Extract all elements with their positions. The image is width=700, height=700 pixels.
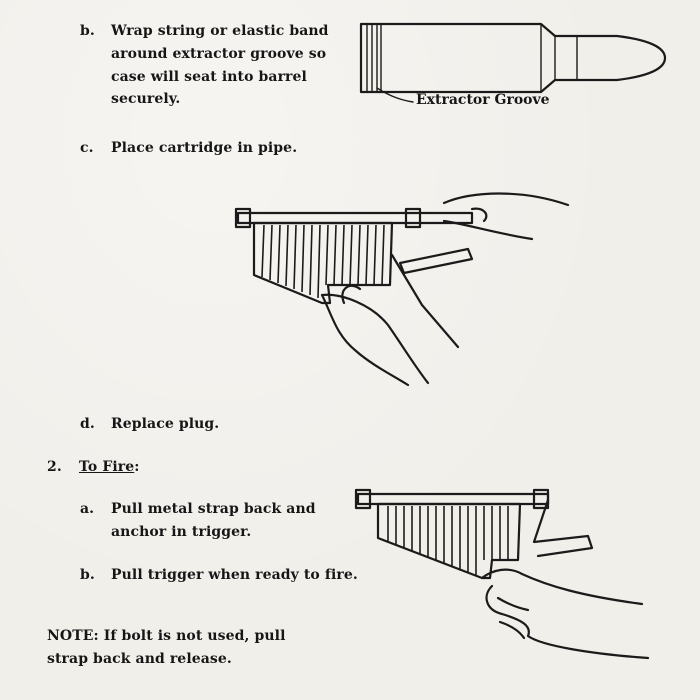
step-b-fire-letter: b. <box>80 567 95 583</box>
note-line-2: strap back and release. <box>47 651 232 667</box>
left-hand <box>320 284 430 387</box>
step-b-wrap-line-3: case will seat into barrel <box>111 69 307 85</box>
step-b-wrap-line-4: securely. <box>111 91 181 107</box>
extractor-groove-leader <box>376 87 414 103</box>
step-b-fire-text: Pull trigger when ready to fire. <box>111 567 358 583</box>
wrapped-body-lines <box>387 506 509 575</box>
step-c-letter: c. <box>80 140 94 156</box>
step-b-wrap-letter: b. <box>80 23 95 39</box>
extractor-groove-label: Extractor Groove <box>416 92 550 108</box>
section-2-title: To Fire <box>79 459 135 475</box>
step-b-wrap-line-2: around extractor groove so <box>111 46 327 62</box>
note-line-1: NOTE: If bolt is not used, pull <box>47 628 286 644</box>
device-loading-illustration <box>234 192 570 387</box>
step-a-fire-line-1: Pull metal strap back and <box>111 501 316 517</box>
device-firing-illustration <box>354 488 650 660</box>
wrapped-pipe-lines <box>261 224 385 299</box>
section-2-number: 2. <box>47 459 62 475</box>
step-d-text: Replace plug. <box>111 416 220 432</box>
section-2-colon: : <box>134 459 140 475</box>
right-hand <box>442 192 570 241</box>
step-c-text: Place cartridge in pipe. <box>111 140 298 156</box>
step-a-fire-letter: a. <box>80 501 95 517</box>
step-d-letter: d. <box>80 416 95 432</box>
firing-hand <box>480 568 650 660</box>
step-a-fire-line-2: anchor in trigger. <box>111 524 252 540</box>
section-2-heading: To Fire: <box>79 456 140 479</box>
step-b-wrap-line-1: Wrap string or elastic band <box>111 23 329 39</box>
cartridge-illustration <box>359 22 667 103</box>
cartridge-case-outline <box>359 22 667 94</box>
